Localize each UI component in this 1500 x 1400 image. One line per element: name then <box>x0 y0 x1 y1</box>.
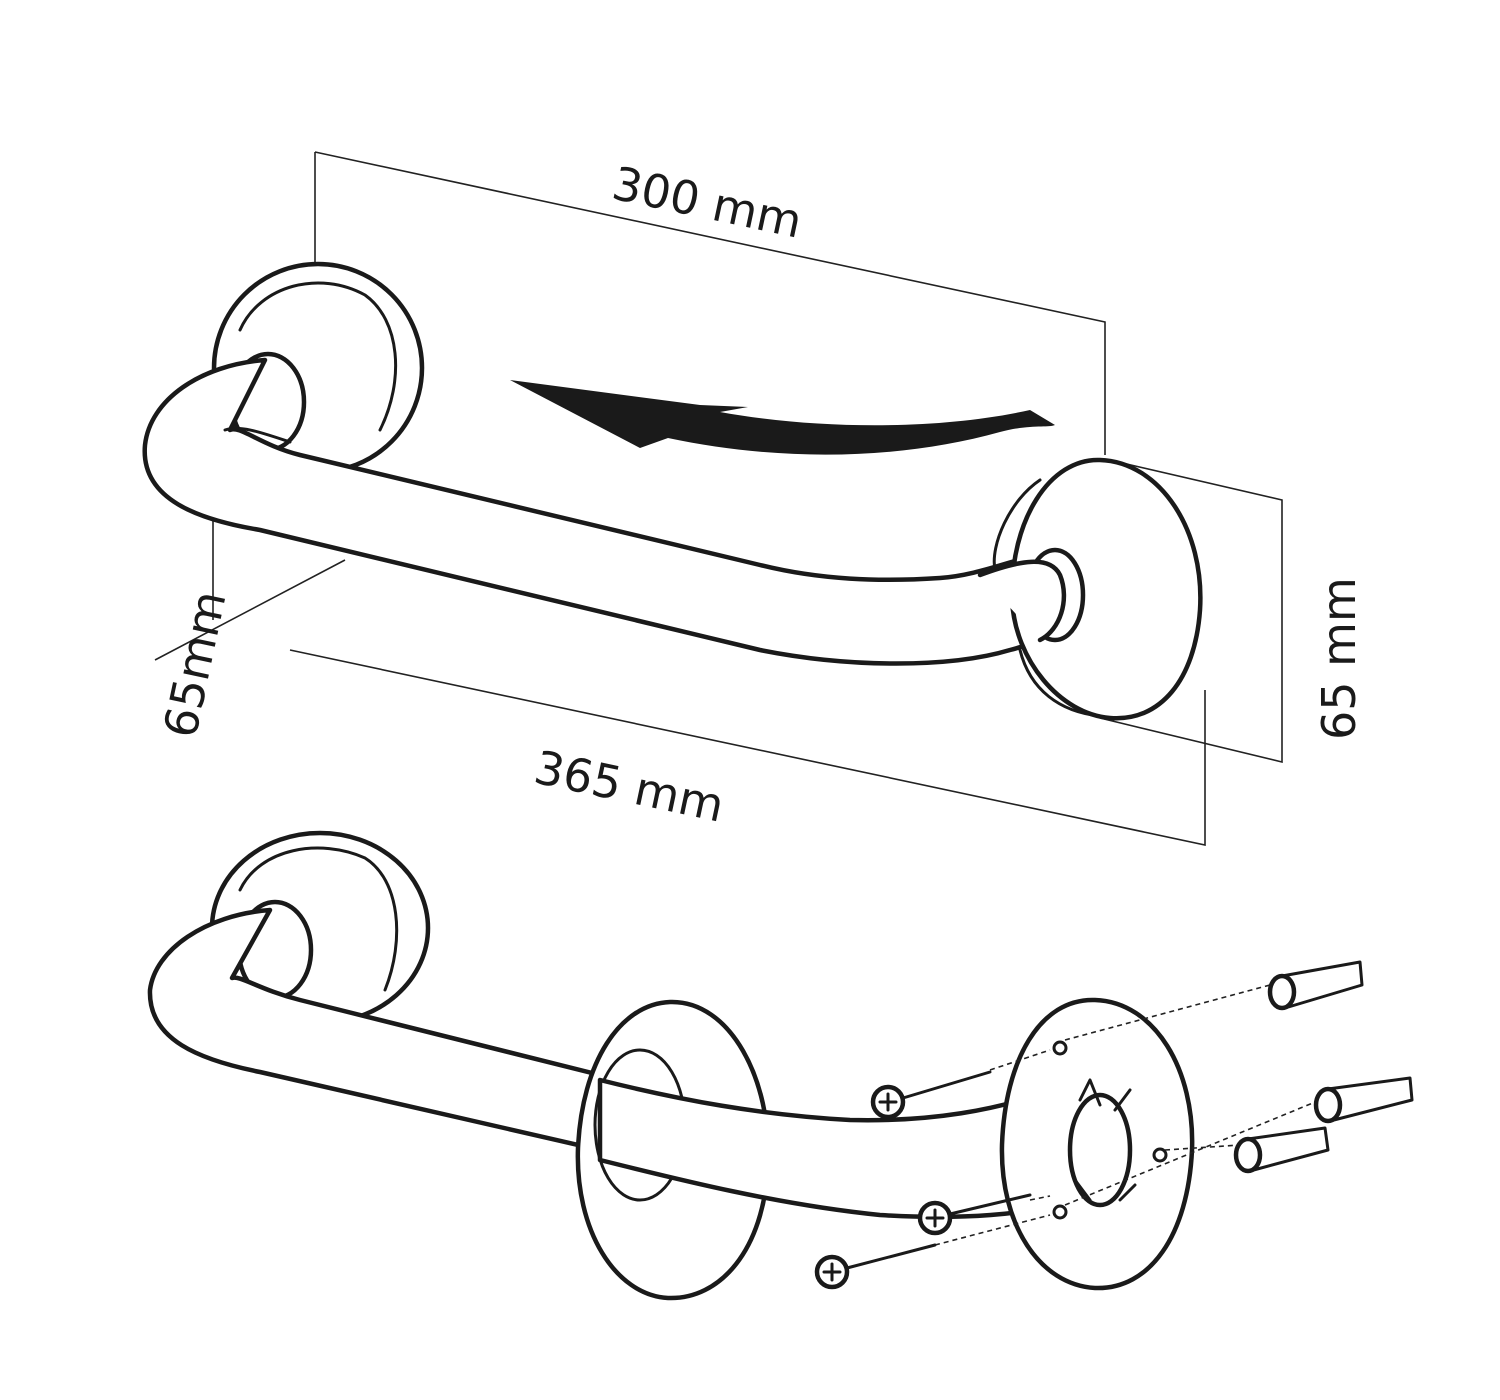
screw-icon <box>814 1243 937 1290</box>
projection-label: 65 mm <box>1312 577 1366 740</box>
overall-length-label: 365 mm <box>530 740 729 833</box>
wall-anchor-icon <box>1313 1076 1414 1124</box>
mounting-direction-arrow <box>510 380 1055 455</box>
wall-anchor-icon <box>1233 1126 1330 1174</box>
screw-icon <box>870 1070 992 1120</box>
wall-anchors <box>1233 960 1414 1174</box>
wall-anchor-icon <box>1267 960 1364 1011</box>
dashed-alignment-lines <box>934 984 1321 1246</box>
wall-plate <box>999 997 1195 1291</box>
screws <box>814 1070 1032 1290</box>
dimension-lines <box>154 151 1283 846</box>
screw-icon <box>917 1193 1032 1236</box>
length-label: 300 mm <box>608 156 807 249</box>
right-rosette-top <box>977 457 1203 721</box>
depth-label: 65mm <box>153 586 237 742</box>
